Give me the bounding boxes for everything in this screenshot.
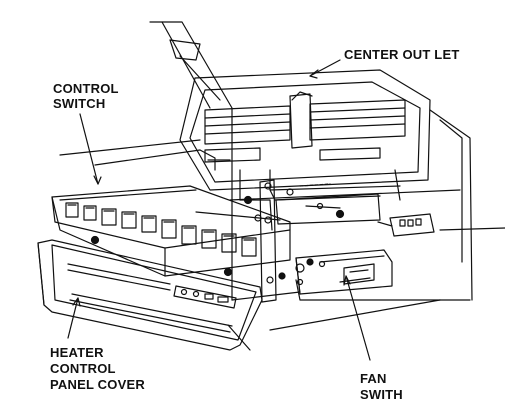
dashboard-frame — [59, 21, 505, 351]
heater-cover-leader — [67, 297, 79, 339]
screw-icon — [335, 209, 345, 219]
control-switch-leader — [79, 113, 99, 185]
screw-icon — [90, 235, 100, 245]
heater-control-panel-cover — [37, 239, 263, 351]
control-switch-unit — [51, 185, 291, 277]
screw-icon — [286, 188, 294, 196]
heater-cover-label-line2: CONTROL — [50, 361, 116, 376]
leader-arrows — [67, 59, 371, 361]
arrow-head-icon — [93, 175, 102, 185]
screw-icon — [318, 260, 326, 268]
center-outlet — [179, 69, 431, 231]
fan-switch-label-line2: SWITH — [360, 387, 403, 402]
fan-switch-leader — [345, 275, 371, 361]
center-outlet-leader — [309, 59, 341, 77]
arrow-head-icon — [343, 275, 351, 286]
arrow-head-icon — [309, 69, 319, 79]
screw-icon — [278, 272, 286, 280]
screw-icon — [296, 278, 304, 286]
screw-icon — [223, 267, 233, 277]
screw-icon — [316, 202, 324, 210]
arrow-head-icon — [72, 297, 81, 307]
screw-icon — [264, 216, 272, 224]
heater-cover-label-line1: HEATER — [50, 345, 104, 360]
screw-icon — [266, 276, 274, 284]
screw-icon — [295, 263, 305, 273]
screw-icon — [243, 195, 253, 205]
heater-cover-label-line3: PANEL COVER — [50, 377, 145, 392]
screw-icon — [264, 182, 272, 190]
fan-switch-unit — [295, 249, 393, 295]
fan-switch-label-line1: FAN — [360, 371, 387, 386]
control-switch-label-line2: SWITCH — [53, 96, 106, 111]
center-outlet-label: CENTER OUT LET — [344, 47, 460, 62]
screw-icon — [306, 258, 314, 266]
wiring-connector — [377, 213, 435, 237]
mounting-bracket — [90, 179, 381, 303]
control-switch-label-line1: CONTROL — [53, 81, 119, 96]
